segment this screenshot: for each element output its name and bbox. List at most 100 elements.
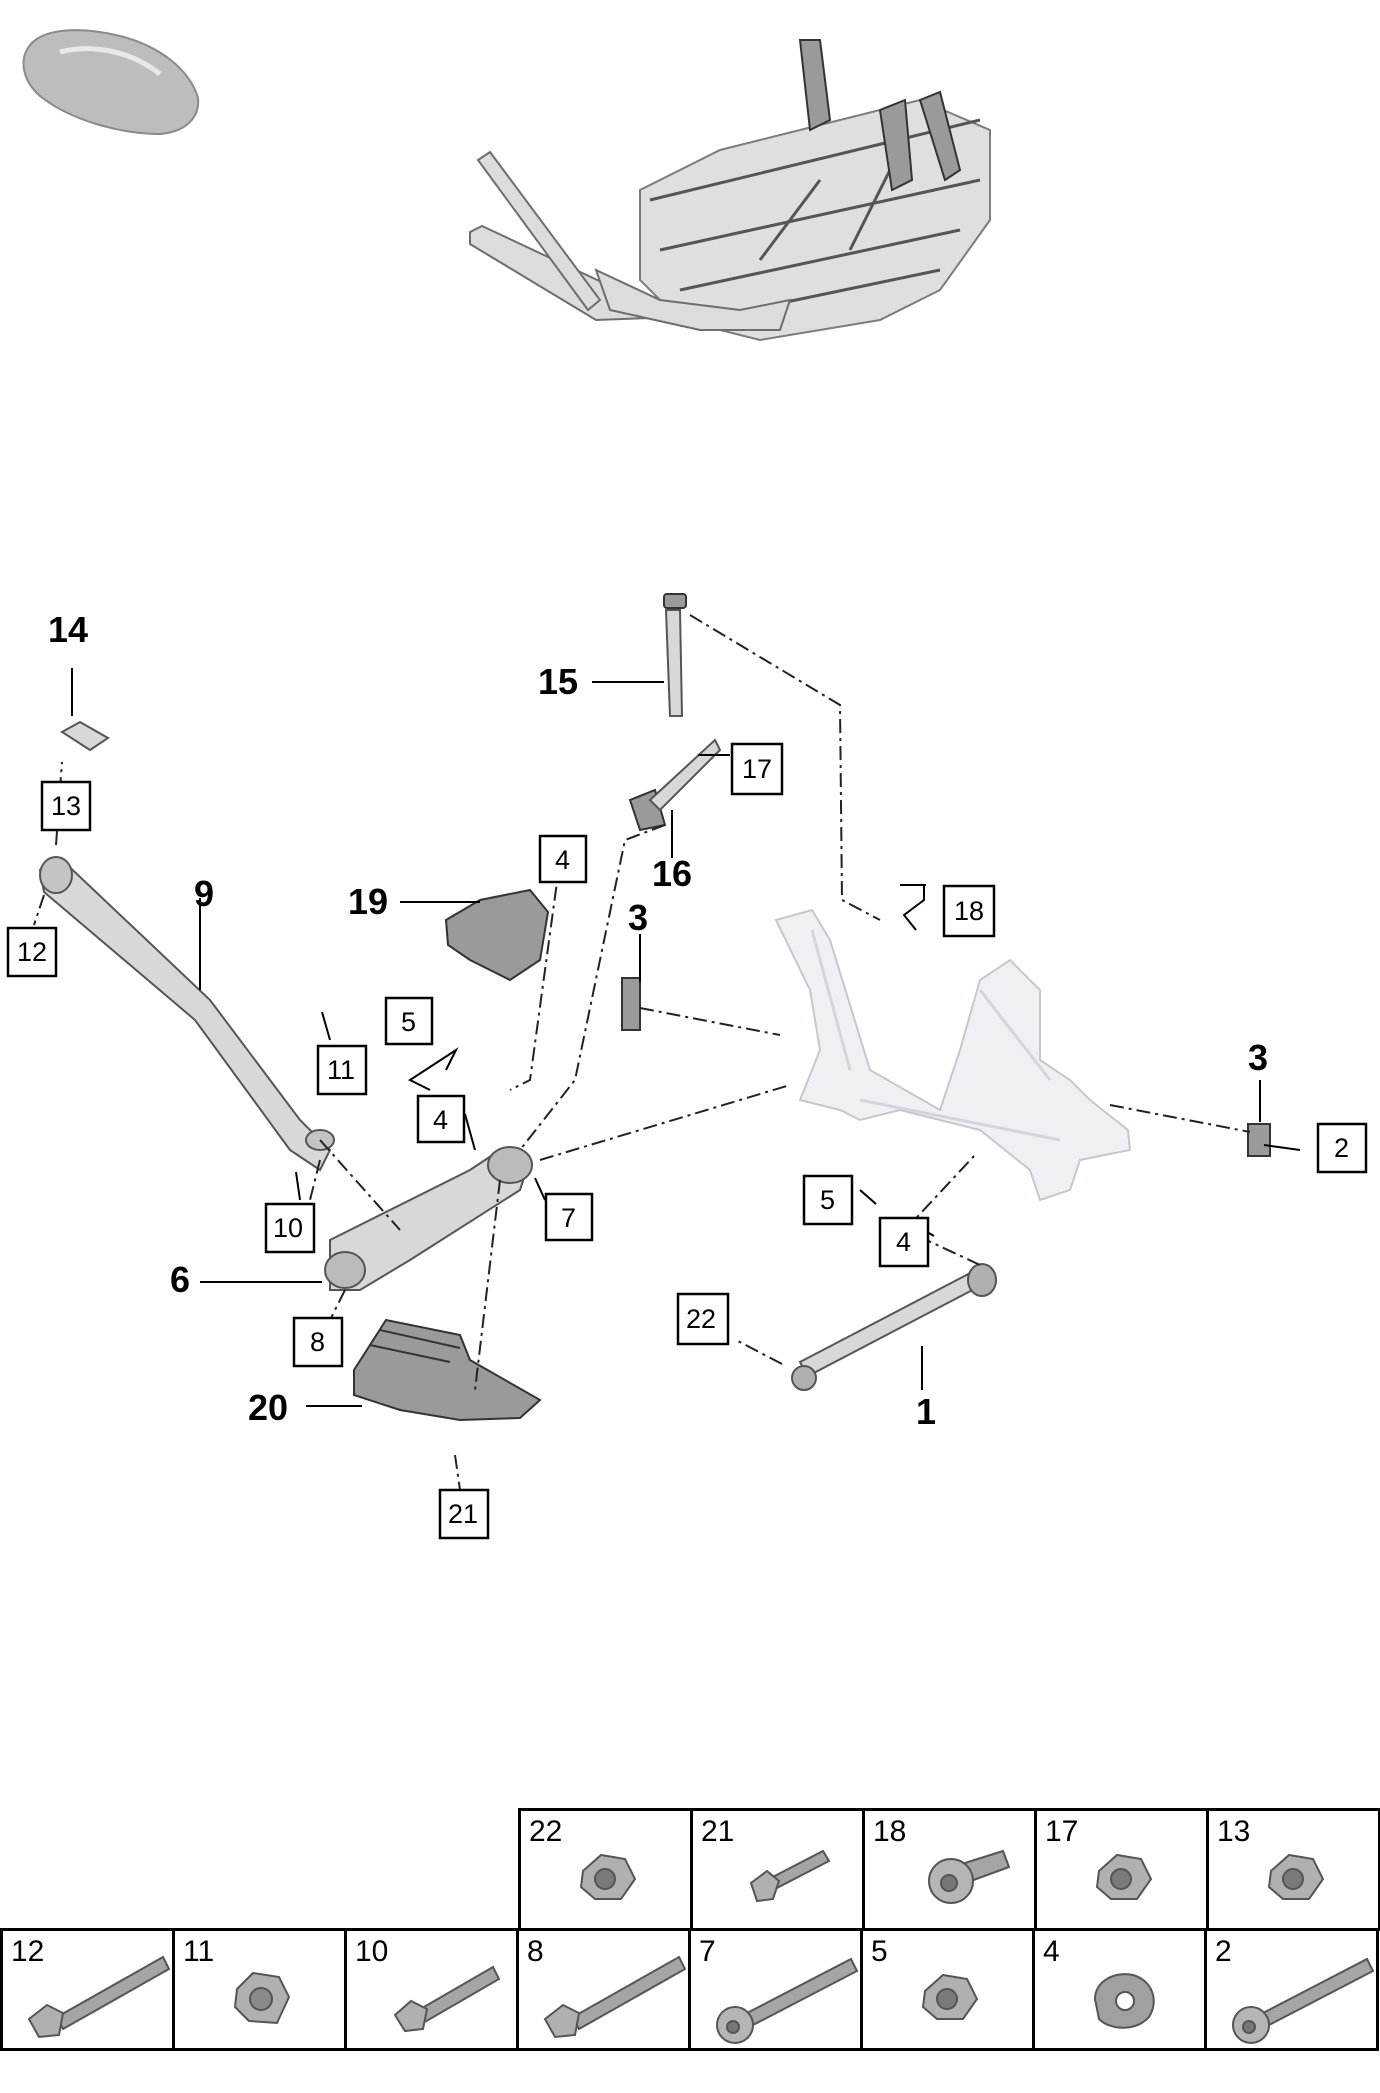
callout-box-11: 11 (316, 1044, 368, 1096)
part-3-bracket-left (621, 977, 641, 1031)
boxed-callouts: 13 12 17 4 18 5 11 4 7 10 2 5 4 8 22 (6, 742, 1368, 1540)
rear-subframe-ghost (774, 908, 1132, 1202)
fastener-cell-21: 21 (690, 1808, 865, 1931)
fastener-number: 17 (1045, 1815, 1079, 1848)
long-bolt-icon (27, 1955, 171, 2039)
callout-1: 1 (916, 1391, 936, 1432)
callout-16: 16 (652, 853, 692, 894)
svg-text:13: 13 (51, 791, 81, 821)
flange-nut-icon (1095, 1853, 1153, 1900)
fastener-cell-7: 7 (688, 1928, 863, 2051)
callout-box-13: 13 (40, 780, 92, 832)
callout-box-10: 10 (264, 1202, 316, 1254)
svg-text:5: 5 (820, 1185, 835, 1215)
overview-subframe-illustration (469, 39, 991, 342)
svg-text:4: 4 (433, 1105, 448, 1135)
part-16-level-sensor (628, 738, 722, 832)
bold-callouts: 14 15 16 9 19 3 3 6 20 1 (48, 609, 1268, 1432)
svg-text:11: 11 (327, 1055, 355, 1085)
fastener-number: 2 (1215, 1935, 1232, 1968)
callout-box-8: 8 (292, 1316, 344, 1368)
svg-text:21: 21 (448, 1499, 478, 1529)
washer-icon (1093, 1973, 1155, 2029)
svg-text:18: 18 (954, 896, 984, 926)
part-14-clip (60, 720, 110, 752)
fastener-cell-10: 10 (344, 1928, 519, 2051)
callout-box-4-top: 4 (538, 834, 588, 884)
fastener-number: 8 (527, 1935, 544, 1968)
fastener-cell-5: 5 (860, 1928, 1035, 2051)
long-torx-bolt-icon (716, 1957, 859, 2044)
callout-3-right: 3 (1248, 1037, 1268, 1078)
callout-box-2: 2 (1316, 1122, 1368, 1174)
callout-14: 14 (48, 609, 88, 650)
fastener-cell-17: 17 (1034, 1808, 1209, 1931)
callout-9: 9 (194, 873, 214, 914)
svg-text:22: 22 (686, 1304, 716, 1334)
parts-diagram: 14 15 16 9 19 3 3 6 20 1 13 12 17 4 18 5… (6, 29, 1368, 1540)
svg-text:17: 17 (742, 754, 772, 784)
callout-box-7: 7 (544, 1192, 594, 1242)
callout-box-22: 22 (676, 1292, 730, 1346)
fastener-number: 13 (1217, 1815, 1251, 1848)
callout-box-17: 17 (730, 742, 784, 796)
part-6-wishbone (324, 1146, 533, 1291)
fastener-cell-13: 13 (1206, 1808, 1380, 1931)
part-15-sensor-link (663, 593, 687, 717)
svg-text:4: 4 (555, 845, 570, 875)
svg-text:4: 4 (896, 1227, 911, 1257)
part-1-track-rod (791, 1263, 997, 1391)
callout-6: 6 (170, 1259, 190, 1300)
svg-text:2: 2 (1334, 1133, 1349, 1163)
callout-15: 15 (538, 661, 578, 702)
part-9-control-arm (38, 856, 335, 1172)
torx-bolt-icon (928, 1849, 1011, 1904)
fastener-cell-2: 2 (1204, 1928, 1379, 2051)
fastener-cell-11: 11 (172, 1928, 347, 2051)
long-bolt-icon (543, 1955, 687, 2039)
medium-bolt-icon (393, 1965, 501, 2033)
callout-box-4-right: 4 (878, 1216, 930, 1268)
part-3-bracket-right (1247, 1123, 1271, 1157)
short-bolt-icon (749, 1849, 831, 1903)
part-19-bracket (444, 888, 550, 982)
fastener-number: 11 (183, 1935, 215, 1968)
long-torx-bolt-icon (1232, 1957, 1375, 2044)
callout-20: 20 (248, 1387, 288, 1428)
fastener-number: 4 (1043, 1935, 1060, 1968)
svg-text:5: 5 (401, 1007, 416, 1037)
callout-3-left: 3 (628, 897, 648, 938)
hex-nut-icon (233, 1971, 291, 2025)
leader-lines (71, 668, 1301, 1407)
fastener-cell-12: 12 (0, 1928, 175, 2051)
vehicle-thumbnail-icon (22, 29, 200, 136)
assembly-lines (33, 614, 1251, 1491)
callout-box-18: 18 (942, 884, 996, 938)
svg-text:8: 8 (310, 1327, 325, 1357)
callout-19: 19 (348, 881, 388, 922)
fastener-cell-8: 8 (516, 1928, 691, 2051)
flange-nut-icon (921, 1973, 979, 2020)
fastener-table: 22 21 18 17 13 12 11 10 8 7 5 4 2 (0, 1808, 1380, 2051)
fastener-cell-18: 18 (862, 1808, 1037, 1931)
svg-text:10: 10 (273, 1213, 303, 1243)
callout-box-5-left: 5 (384, 996, 434, 1046)
fastener-number: 12 (11, 1935, 45, 1968)
fastener-number: 18 (873, 1815, 907, 1848)
callout-box-12: 12 (6, 926, 58, 978)
fastener-number: 5 (871, 1935, 888, 1968)
fastener-number: 10 (355, 1935, 389, 1968)
flange-nut-icon (1267, 1853, 1325, 1900)
fastener-number: 21 (701, 1815, 735, 1848)
fastener-cell-22: 22 (518, 1808, 693, 1931)
fastener-number: 22 (529, 1815, 563, 1848)
callout-box-21: 21 (438, 1488, 490, 1540)
part-20-guard (353, 1318, 542, 1422)
svg-text:7: 7 (561, 1203, 576, 1233)
callout-box-4-mid: 4 (416, 1094, 466, 1144)
fastener-number: 7 (699, 1935, 716, 1968)
callout-box-5-right: 5 (802, 1174, 854, 1226)
flange-nut-icon (579, 1853, 637, 1900)
fastener-cell-4: 4 (1032, 1928, 1207, 2051)
svg-text:12: 12 (17, 937, 47, 967)
